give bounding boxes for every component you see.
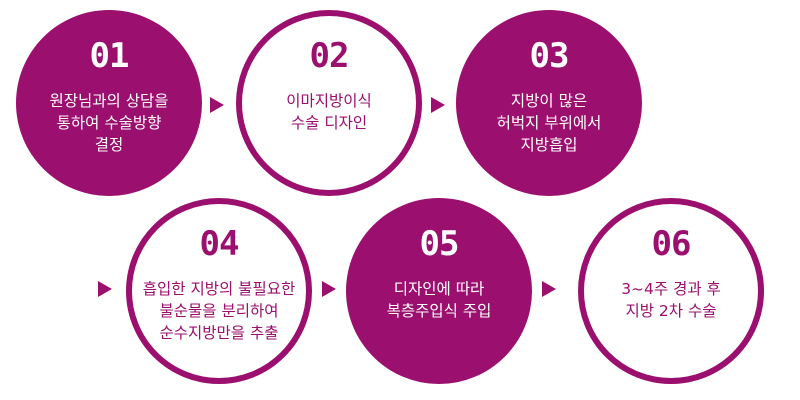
step-label: 지방이 많은 허벅지 부위에서 지방흡입: [496, 92, 602, 154]
arrow-icon: [431, 97, 445, 113]
step-05: 05 디자인에 따라 복층주입식 주입: [346, 198, 532, 384]
step-label: 이마지방이식 수술 디자인: [286, 92, 372, 132]
step-label: 3~4주 경과 후 지방 2차 수술: [621, 280, 721, 320]
step-label: 디자인에 따라 복층주입식 주입: [386, 280, 492, 320]
step-number: 06: [651, 224, 692, 264]
step-number: 03: [529, 36, 570, 76]
step-02: 02 이마지방이식 수술 디자인: [236, 10, 422, 196]
step-03: 03 지방이 많은 허벅지 부위에서 지방흡입: [456, 10, 642, 196]
step-label: 흡입한 지방의 불필요한 불순물을 분리하여 순수지방만을 추출: [142, 280, 296, 342]
arrow-icon: [210, 97, 224, 113]
step-label: 원장님과의 상담을 통하여 수술방향 결정: [49, 92, 169, 154]
step-number: 01: [89, 36, 130, 76]
step-number: 05: [419, 224, 460, 264]
arrow-icon: [98, 281, 112, 297]
arrow-icon: [542, 281, 556, 297]
step-04: 04 흡입한 지방의 불필요한 불순물을 분리하여 순수지방만을 추출: [126, 198, 312, 384]
step-01: 01 원장님과의 상담을 통하여 수술방향 결정: [16, 10, 202, 196]
step-number: 02: [309, 36, 350, 76]
step-number: 04: [199, 224, 240, 264]
step-06: 06 3~4주 경과 후 지방 2차 수술: [578, 198, 764, 384]
arrow-icon: [322, 281, 336, 297]
